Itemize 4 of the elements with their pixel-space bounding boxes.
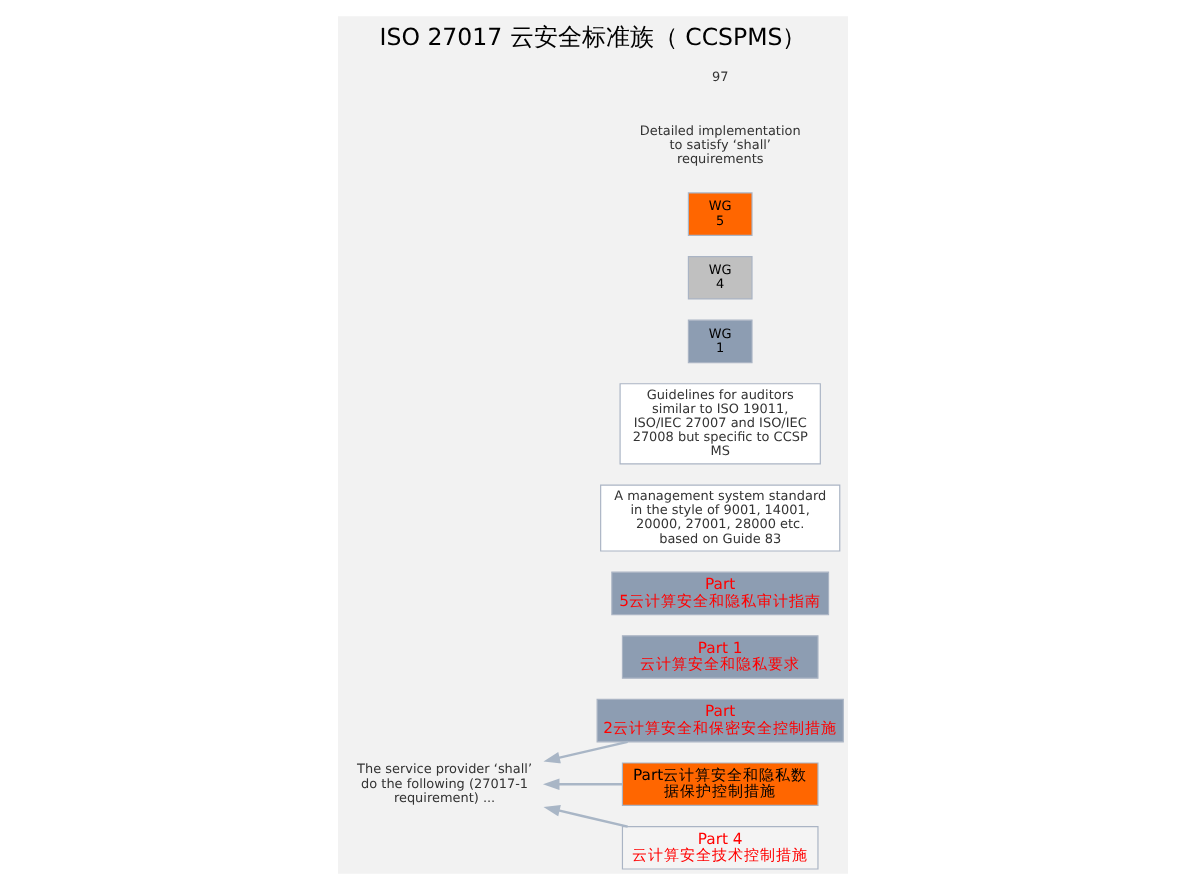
arrow: [542, 778, 623, 790]
arrow: [543, 740, 628, 764]
diagram-title: ISO 27017 云安全标准族（ CCSPMS）: [379, 22, 807, 51]
arrow: [543, 805, 628, 828]
